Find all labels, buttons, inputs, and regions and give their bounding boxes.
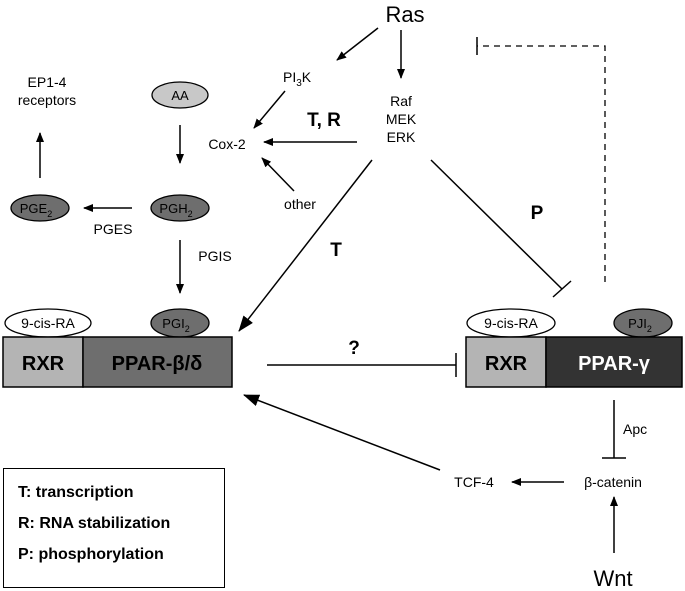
erk-to-ppar-bd-arrow bbox=[238, 159, 373, 332]
rxr-left-box bbox=[2, 336, 84, 388]
edge-label-t: T bbox=[330, 240, 342, 261]
ppar-g-label: PPAR-γ bbox=[578, 353, 651, 375]
edge-label-p: P bbox=[531, 203, 544, 224]
aa-node bbox=[151, 81, 209, 109]
legend-item-transcription: T: transcription bbox=[18, 484, 134, 501]
mek-label: MEK bbox=[386, 111, 417, 127]
other-to-cox2-arrow bbox=[261, 157, 295, 192]
erk-to-ppar-g-inhibition bbox=[430, 159, 563, 290]
erk-label: ERK bbox=[387, 129, 416, 145]
pges-label: PGES bbox=[94, 221, 133, 237]
pge2-node bbox=[10, 194, 70, 222]
legend-item-rna-stabilization: R: RNA stabilization bbox=[18, 515, 171, 532]
ep-receptors-line1: EP1-4 bbox=[28, 74, 67, 90]
edge-label-question: ? bbox=[348, 338, 360, 359]
cisra-right-label: 9-cis-RA bbox=[484, 315, 538, 331]
wnt-label: Wnt bbox=[593, 566, 632, 591]
pgi2-label: PGI2 bbox=[162, 316, 189, 334]
legend-box: T: transcription R: RNA stabilization P:… bbox=[3, 468, 225, 588]
ppar-bd-box bbox=[82, 336, 233, 388]
bcatenin-label: β-catenin bbox=[584, 474, 642, 490]
tcf4-label: TCF-4 bbox=[454, 474, 494, 490]
cisra-left-label: 9-cis-RA bbox=[21, 315, 75, 331]
rxr-left-label: RXR bbox=[22, 353, 65, 375]
edge-label-tr: T, R bbox=[307, 110, 341, 131]
pge2-label: PGE2 bbox=[20, 201, 52, 219]
raf-label: Raf bbox=[390, 93, 412, 109]
ras-to-pi3k-arrow bbox=[336, 27, 379, 61]
ep-receptors-line2: receptors bbox=[18, 92, 76, 108]
pi3k-to-cox2-arrow bbox=[253, 90, 286, 129]
pgh2-label: PGH2 bbox=[159, 201, 192, 219]
pi3k-label: PI3K bbox=[283, 69, 312, 89]
ras-label: Ras bbox=[385, 2, 424, 27]
ppar-g-inhibition-bar bbox=[552, 280, 572, 298]
apc-label: Apc bbox=[623, 421, 647, 437]
other-label: other bbox=[284, 196, 316, 212]
pji2-label: PJI2 bbox=[628, 316, 652, 334]
aa-label: AA bbox=[171, 88, 189, 103]
rxr-right-box bbox=[465, 336, 547, 388]
rxr-right-label: RXR bbox=[485, 353, 528, 375]
tcf4-to-ppar-bd-arrow bbox=[243, 394, 441, 471]
ppar-bd-label: PPAR-β/δ bbox=[112, 353, 203, 375]
cox2-label: Cox-2 bbox=[208, 136, 246, 152]
legend-item-phosphorylation: P: phosphorylation bbox=[18, 546, 164, 563]
pgis-label: PGIS bbox=[198, 248, 231, 264]
ppar-g-to-ras-dashed-inhibition bbox=[477, 45, 606, 282]
ppar-g-box bbox=[545, 336, 683, 388]
pgh2-node bbox=[150, 194, 210, 222]
